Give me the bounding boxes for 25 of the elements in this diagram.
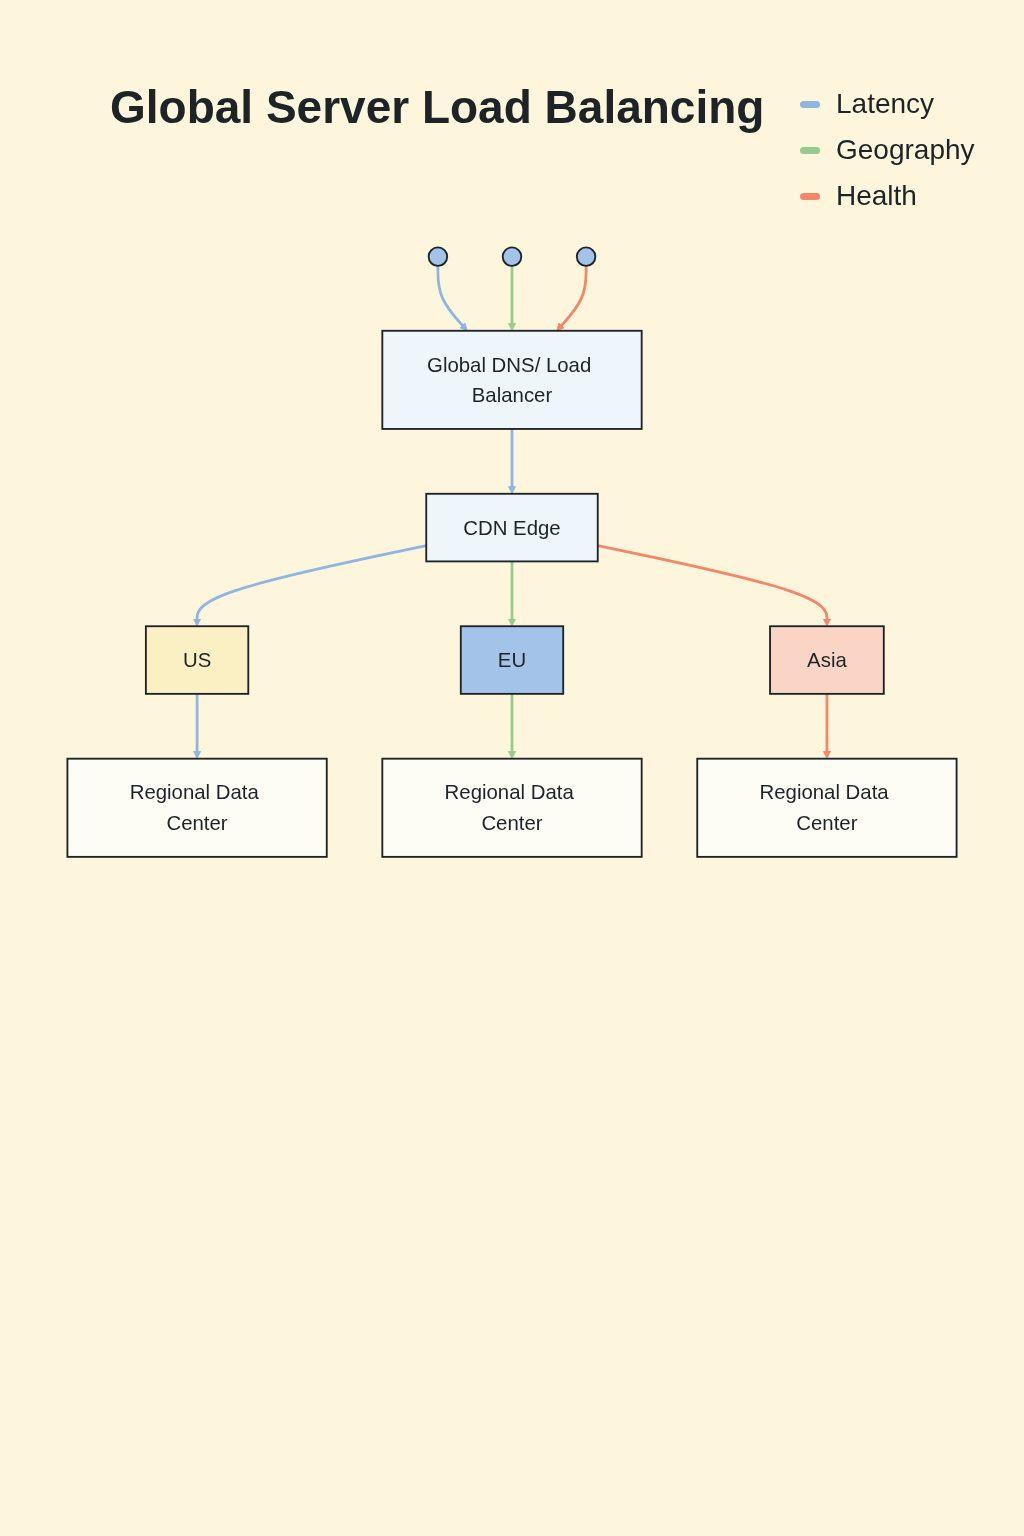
node-box: US	[144, 625, 250, 695]
node-person	[575, 246, 597, 267]
arrow	[507, 693, 517, 760]
arrow	[507, 561, 517, 627]
diagram-title: Global Server Load Balancing	[110, 80, 765, 134]
node-person	[427, 246, 449, 267]
node-box: Global DNS/ Load Balancer	[381, 329, 643, 430]
arrow	[436, 265, 468, 332]
arrow	[193, 544, 427, 627]
legend-label: Health	[836, 180, 917, 212]
node-box: Regional Data Center	[381, 757, 643, 858]
node-box: Regional Data Center	[66, 757, 328, 858]
node-box: CDN Edge	[425, 492, 599, 563]
node-box: Regional Data Center	[696, 757, 958, 858]
legend-label: Geography	[836, 134, 975, 166]
node-person	[501, 246, 523, 267]
node-box: EU	[459, 625, 565, 695]
arrow	[556, 265, 588, 332]
arrow	[822, 693, 831, 760]
arrow	[507, 428, 517, 495]
arrow	[507, 265, 517, 332]
legend-label: Latency	[836, 88, 935, 120]
arrow	[597, 544, 831, 627]
node-box: Asia	[769, 625, 885, 695]
arrow	[193, 693, 202, 760]
